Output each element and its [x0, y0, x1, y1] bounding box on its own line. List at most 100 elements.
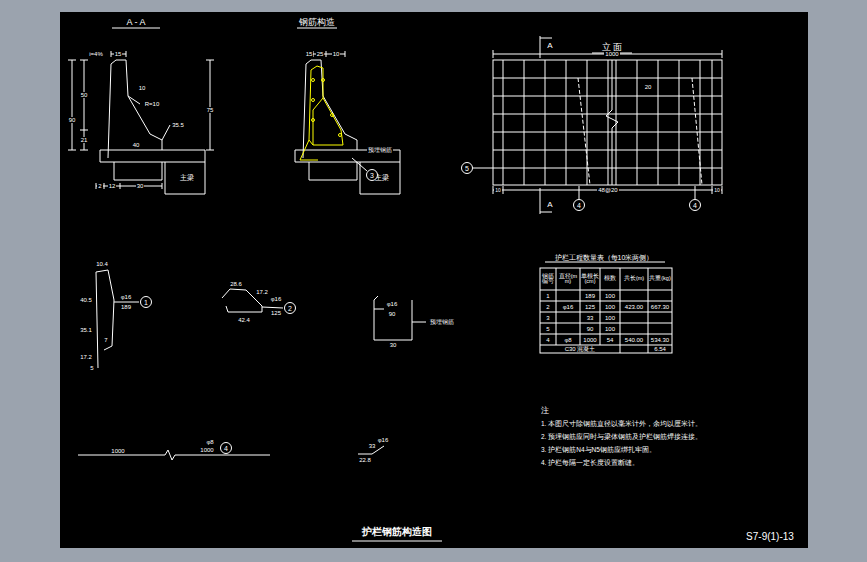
dimension-label: 90 — [586, 326, 595, 332]
dimension-label: 17.2 — [79, 354, 93, 360]
dimension-label: 7 — [103, 337, 108, 343]
rebar-cage — [300, 66, 343, 160]
dimension-label: 10 — [138, 85, 147, 91]
dimension-label: 189 — [584, 293, 596, 299]
callout-circle: 3 — [366, 169, 378, 181]
section-views — [68, 28, 632, 194]
dimension-label: 5 — [89, 365, 94, 371]
dimension-label: φ16 — [562, 304, 575, 310]
dimension-label: 540.00 — [624, 337, 644, 343]
dimension-label: 4. 护栏每隔一定长度设置断缝。 — [540, 460, 640, 467]
dimension-label: 30 — [136, 183, 145, 189]
rebar-details — [78, 270, 426, 460]
dimension-label: C30 混凝土 — [564, 346, 597, 352]
dimension-label: 100 — [604, 304, 616, 310]
dimension-label: 534.30 — [650, 337, 670, 343]
dimension-label: 5 — [545, 326, 550, 332]
dimension-label: 10 — [494, 188, 502, 193]
dimension-label: 1000 — [604, 51, 619, 57]
elevation-view — [473, 36, 722, 214]
dimension-label: 48@20 — [597, 187, 618, 193]
dimension-label: 35.1 — [79, 327, 93, 333]
dimension-label: 单根长(cm) — [581, 274, 599, 285]
dimension-label: 667.30 — [650, 304, 670, 310]
dimension-label: 2 — [545, 304, 550, 310]
dimension-label: 注 — [540, 407, 550, 415]
dimension-label: 护栏工程数量表（每10米两侧） — [554, 254, 655, 261]
dimension-label: 共重(kg) — [649, 276, 671, 282]
dimension-label: 54 — [606, 337, 615, 343]
callout-number: 4 — [577, 202, 581, 209]
dimension-label: 钢筋编号 — [541, 274, 555, 285]
dimension-label: φ16 — [120, 294, 133, 300]
dimension-label: A — [546, 201, 553, 209]
dimension-label: 10 — [332, 51, 341, 57]
dimension-label: 40 — [132, 142, 141, 148]
dimension-label: φ16 — [270, 296, 283, 302]
dimension-label: 33 — [368, 443, 377, 449]
dimension-label: 125 — [270, 310, 282, 316]
dimension-label: 共长(m) — [621, 276, 647, 282]
dimension-label: i=4% — [88, 51, 104, 57]
callout-circle: 5 — [461, 162, 473, 174]
quantity-table — [540, 262, 672, 353]
dimension-label: 直径(mm) — [557, 274, 579, 285]
dimension-label: 42.4 — [237, 317, 251, 323]
dimension-label: 钢筋构造 — [298, 18, 336, 27]
dimension-label: 2. 预埋钢筋应同时与梁体钢筋及护栏钢筋焊接连接。 — [540, 434, 703, 441]
dimension-label: 根数 — [601, 276, 619, 282]
dimension-label: 6.54 — [653, 346, 667, 352]
dimension-label: 12 — [108, 183, 117, 189]
dimension-label: 3 — [545, 315, 550, 321]
dimension-label: 40.5 — [79, 297, 93, 303]
dimension-label: 22.8 — [358, 457, 372, 463]
dimension-label: A — [546, 42, 553, 50]
dimension-label: φ16 — [386, 301, 399, 307]
dimension-label: 21 — [80, 137, 89, 143]
dimension-label: 28.6 — [229, 281, 243, 287]
dimension-label: 主梁 — [179, 174, 195, 181]
dimension-label: 125 — [584, 304, 596, 310]
callout-circle: 1 — [140, 296, 152, 308]
dimension-label: 2 — [97, 183, 102, 189]
dimension-label: 100 — [604, 326, 616, 332]
dimension-label: 1 — [545, 293, 550, 299]
dimension-label: 423.00 — [624, 304, 644, 310]
dimension-label: 50 — [80, 92, 89, 98]
drawing-title: 护栏钢筋构造图 — [360, 527, 434, 537]
dimension-label: φ8 — [563, 337, 572, 343]
callout-number: 4 — [224, 445, 228, 452]
dimension-label: 20 — [644, 84, 653, 90]
dimension-label: 4 — [545, 337, 550, 343]
dimension-label: 100 — [604, 315, 616, 321]
dimension-label: 100 — [604, 293, 616, 299]
dimension-label: 预埋钢筋 — [429, 319, 455, 325]
dimension-label: 189 — [120, 304, 132, 310]
callout-circle: 2 — [284, 302, 296, 314]
dimension-label: A - A — [125, 18, 146, 27]
dimension-label: 30 — [389, 342, 398, 348]
dimension-label: 25 — [316, 51, 325, 57]
callout-number: 5 — [465, 165, 469, 172]
dimension-label: φ8 — [205, 439, 214, 445]
dimension-label: 10 — [713, 188, 721, 193]
callout-number: 2 — [288, 305, 292, 312]
callout-number: 1 — [144, 299, 148, 306]
dimension-label: φ16 — [377, 437, 390, 443]
callout-circle: 4 — [573, 199, 585, 211]
dimension-label: 35.5 — [171, 122, 185, 128]
dimension-label: 90 — [68, 117, 77, 123]
dimension-label: 1000 — [582, 337, 597, 343]
dimension-label: 33 — [586, 315, 595, 321]
dimension-label: 1. 本图尺寸除钢筋直径以毫米计外，余均以厘米计。 — [540, 421, 703, 428]
dimension-label: 3. 护栏钢筋N4与N5钢筋应绑扎牢固。 — [540, 447, 657, 454]
dimension-label: 预埋钢筋 — [367, 147, 393, 153]
drawing-area — [60, 12, 808, 548]
dimension-label: 1000 — [199, 447, 214, 453]
dimension-label: 15 — [114, 51, 123, 57]
callout-number: 3 — [370, 172, 374, 179]
dimension-label: 90 — [388, 311, 397, 317]
callout-number: 4 — [693, 202, 697, 209]
